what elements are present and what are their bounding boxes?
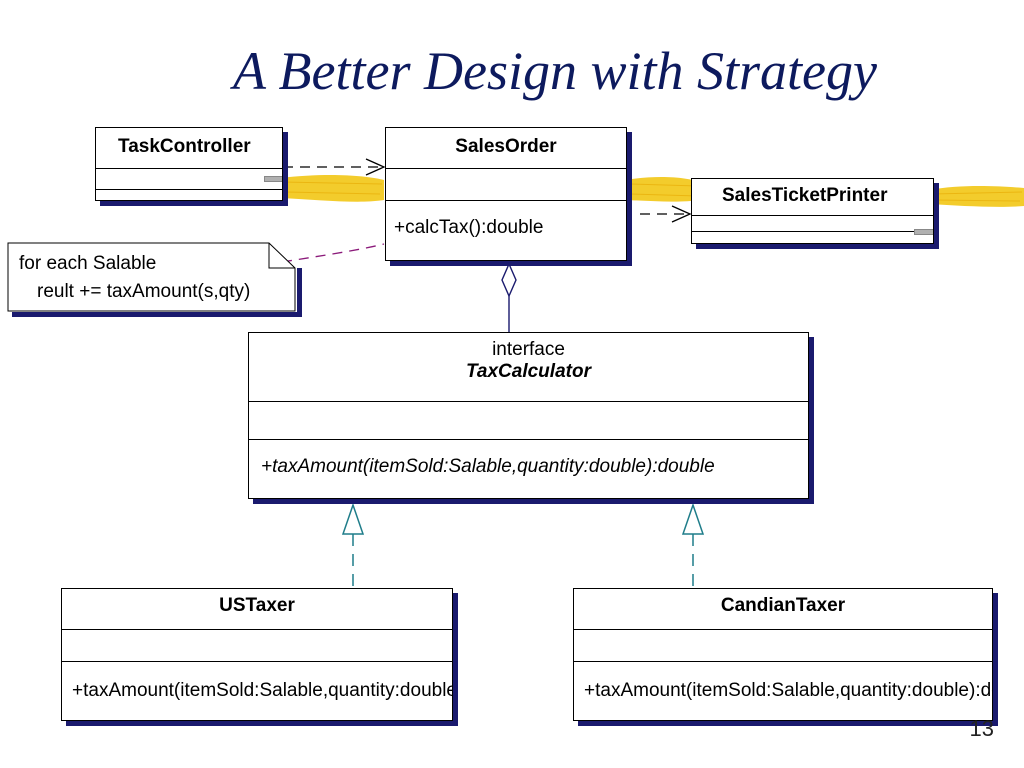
us-taxer-class[interactable]: USTaxer +taxAmount(itemSold:Salable,quan…	[61, 588, 453, 721]
task-controller-name: TaskController	[118, 136, 251, 157]
sales-order-name: SalesOrder	[455, 136, 557, 157]
sales-ticket-printer-name: SalesTicketPrinter	[722, 185, 888, 206]
note[interactable]: for each Salable reult += taxAmount(s,qt…	[7, 242, 297, 312]
note-line-2: reult += taxAmount(s,qty)	[37, 281, 251, 302]
candian-taxer-operation: +taxAmount(itemSold:Salable,quantity:dou…	[584, 680, 993, 701]
page-number: 13	[969, 716, 994, 741]
sales-order-operation: +calcTax():double	[394, 217, 544, 238]
resize-handle[interactable]	[264, 176, 282, 182]
interface-stereotype: interface	[492, 339, 565, 360]
tax-calculator-interface[interactable]: interface TaxCalculator +taxAmount(itemS…	[248, 332, 809, 499]
note-shape	[7, 242, 296, 312]
task-controller-class[interactable]: TaskController	[95, 127, 283, 201]
candian-taxer-name: CandianTaxer	[720, 595, 846, 616]
us-taxer-operation: +taxAmount(itemSold:Salable,quantity:dou…	[72, 680, 452, 701]
sales-ticket-printer-class[interactable]: SalesTicketPrinter	[691, 178, 934, 244]
tax-calculator-name: TaxCalculator	[466, 361, 591, 382]
sales-order-class[interactable]: SalesOrder +calcTax():double	[385, 127, 627, 261]
note-shadow	[12, 312, 297, 317]
slide-title: A Better Design with Strategy	[233, 41, 877, 101]
note-shadow-side	[297, 268, 302, 317]
tax-calculator-operation: +taxAmount(itemSold:Salable,quantity:dou…	[261, 456, 715, 477]
resize-handle[interactable]	[914, 229, 933, 235]
candian-taxer-class[interactable]: CandianTaxer +taxAmount(itemSold:Salable…	[573, 588, 993, 721]
us-taxer-name: USTaxer	[219, 595, 295, 616]
note-line-1: for each Salable	[19, 253, 157, 274]
